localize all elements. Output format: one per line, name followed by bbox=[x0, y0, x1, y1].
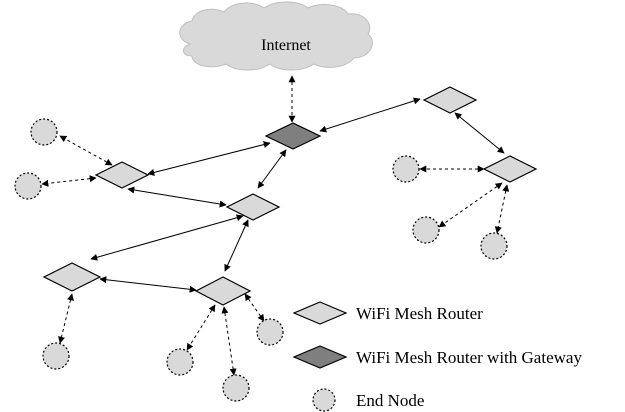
legend-gateway-label: WiFi Mesh Router with Gateway bbox=[356, 348, 582, 367]
internet-cloud: Internet bbox=[179, 1, 373, 71]
legend-item-endnode: End Node bbox=[312, 388, 424, 412]
link-gateway-router-c bbox=[257, 149, 287, 189]
legend-router-label: WiFi Mesh Router bbox=[356, 304, 483, 323]
end-node-icon bbox=[222, 374, 250, 402]
end-node-icon bbox=[392, 155, 420, 183]
gateway-router-icon bbox=[264, 122, 322, 150]
link-router-c-router-f bbox=[90, 214, 244, 261]
end-node-icon bbox=[480, 232, 508, 260]
link-gateway-router-b bbox=[147, 141, 271, 176]
link-router-g-node-9 bbox=[244, 293, 265, 322]
router-icon bbox=[42, 262, 102, 292]
link-router-b-node-1 bbox=[59, 135, 113, 166]
link-router-e-node-4 bbox=[438, 182, 503, 228]
legend-item-gateway: WiFi Mesh Router with Gateway bbox=[292, 345, 582, 369]
router-legend-icon bbox=[292, 301, 348, 325]
legend-endnode-label: End Node bbox=[356, 391, 424, 410]
links bbox=[41, 75, 510, 376]
end-nodes bbox=[14, 118, 508, 402]
link-router-g-node-8 bbox=[221, 306, 237, 376]
router-icon bbox=[422, 86, 478, 114]
end-node-icon bbox=[256, 318, 284, 346]
end-node-icon bbox=[30, 118, 58, 146]
router-icon bbox=[194, 276, 252, 306]
end-node-legend-icon bbox=[312, 388, 336, 412]
legend: WiFi Mesh Router WiFi Mesh Router with G… bbox=[292, 301, 582, 412]
routers bbox=[42, 86, 538, 306]
gateway-legend-icon bbox=[292, 345, 348, 369]
link-router-f-node-6 bbox=[58, 293, 74, 344]
end-node-icon bbox=[42, 342, 70, 370]
end-node-icon bbox=[14, 172, 42, 200]
end-node-icon bbox=[166, 348, 194, 376]
legend-item-router: WiFi Mesh Router bbox=[292, 301, 483, 325]
link-router-e-node-5 bbox=[494, 184, 510, 234]
link-router-b-node-2 bbox=[41, 175, 97, 187]
link-router-f-router-g bbox=[99, 276, 197, 293]
router-icon bbox=[225, 193, 281, 221]
link-router-c-router-g bbox=[224, 219, 249, 272]
router-icon bbox=[482, 155, 538, 183]
end-node-icon bbox=[412, 216, 440, 244]
link-gateway-router-d bbox=[319, 97, 421, 133]
cloud-icon bbox=[179, 1, 373, 71]
link-router-g-node-7 bbox=[186, 304, 216, 351]
link-router-b-router-c bbox=[127, 186, 227, 208]
internet-label: Internet bbox=[261, 37, 311, 54]
link-router-d-router-e bbox=[454, 112, 505, 154]
router-icon bbox=[94, 161, 150, 189]
